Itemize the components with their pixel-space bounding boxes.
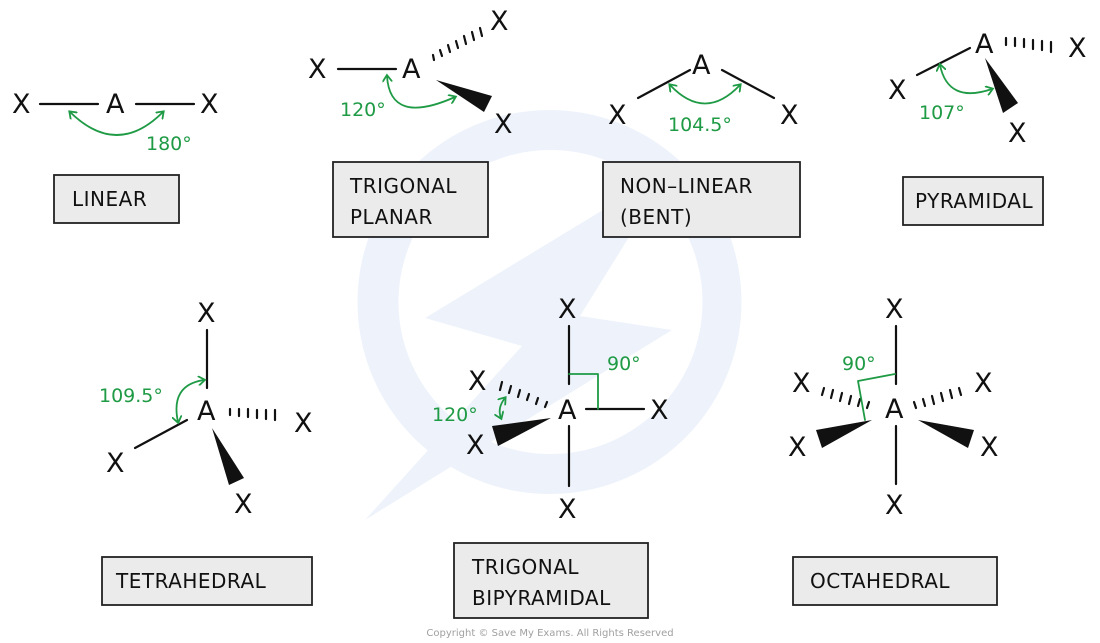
hashed-bond — [820, 386, 871, 410]
right-angle-marker — [857, 373, 896, 421]
ligand-atom: X — [792, 368, 811, 399]
ligand-atom: X — [197, 298, 216, 329]
central-atom: A — [402, 54, 421, 85]
wedge-bond — [816, 420, 872, 448]
shape-label-box — [792, 556, 998, 606]
angle-arc — [670, 85, 740, 105]
ligand-atom: X — [558, 294, 577, 325]
hashed-bond — [431, 26, 484, 62]
angle-arc — [176, 380, 204, 422]
central-atom: A — [197, 396, 216, 427]
ligand-atom: X — [490, 6, 509, 37]
ligand-atom: X — [974, 368, 993, 399]
central-atom: A — [106, 89, 125, 120]
central-atom: A — [692, 50, 711, 81]
ligand-atom: X — [888, 75, 907, 106]
bond — [915, 46, 972, 77]
central-atom: A — [885, 394, 904, 425]
shape-tetrahedral: X A X X X 109.5° TETRAHEDRAL — [99, 298, 313, 606]
angle-arc — [387, 76, 455, 109]
bond — [720, 68, 776, 100]
shape-label-box — [53, 174, 180, 224]
shape-label: OCTAHEDRAL — [810, 569, 950, 593]
bond-angle: 120° — [340, 99, 386, 121]
shape-label: PYRAMIDAL — [915, 189, 1033, 213]
shape-label-box — [902, 176, 1044, 226]
bond-angle: 90° — [607, 353, 641, 375]
right-angle-marker — [568, 373, 599, 410]
shape-label: NON–LINEAR — [620, 174, 753, 198]
ligand-atom: X — [106, 448, 125, 479]
ligand-atom: X — [308, 54, 327, 85]
ligand-atom: X — [1008, 118, 1027, 149]
shape-label-box — [332, 161, 489, 238]
angle-arc — [940, 65, 992, 93]
shape-linear: X A X 180° LINEAR — [12, 89, 219, 224]
hashed-bond — [498, 380, 549, 409]
bond-angle: 109.5° — [99, 385, 163, 407]
ligand-atom: X — [885, 490, 904, 521]
shape-label: TRIGONAL — [349, 174, 457, 198]
ligand-atom: X — [12, 89, 31, 120]
shape-label-box — [453, 542, 649, 619]
ligand-atom: X — [466, 430, 485, 461]
shape-label-box — [602, 161, 801, 238]
shape-label-box — [101, 556, 313, 606]
copyright-notice: Copyright © Save My Exams. All Rights Re… — [426, 628, 673, 639]
shape-label: (BENT) — [620, 205, 692, 229]
shape-trigonal-bipyramidal: X A X X X X 120° 90° TRIGONAL BIPYRAMIDA… — [432, 294, 669, 619]
ligand-atom: X — [558, 494, 577, 525]
wedge-bond — [436, 80, 492, 112]
angle-arc — [500, 398, 505, 418]
hashed-bond — [912, 386, 963, 410]
hashed-bond — [228, 407, 277, 422]
hashed-bond — [1004, 36, 1053, 54]
shape-label: BIPYRAMIDAL — [472, 586, 611, 610]
bond — [636, 68, 692, 100]
ligand-atom: X — [494, 109, 513, 140]
wedge-bond — [918, 420, 974, 448]
shape-label: LINEAR — [72, 187, 147, 211]
bond-angle: 104.5° — [668, 114, 732, 136]
ligand-atom: X — [788, 432, 807, 463]
shape-non-linear: A X X 104.5° NON–LINEAR (BENT) — [602, 50, 801, 238]
central-atom: A — [975, 29, 994, 60]
ligand-atom: X — [294, 408, 313, 439]
ligand-atom: X — [200, 89, 219, 120]
angle-arc — [70, 112, 163, 136]
ligand-atom: X — [234, 489, 253, 520]
shape-pyramidal: A X X X 107° PYRAMIDAL — [888, 29, 1087, 226]
bond-angle: 90° — [842, 353, 876, 375]
bond-angle: 120° — [432, 404, 478, 426]
bond — [133, 418, 189, 450]
ligand-atom: X — [468, 366, 487, 397]
wedge-bond — [985, 58, 1018, 113]
ligand-atom: X — [885, 294, 904, 325]
ligand-atom: X — [608, 100, 627, 131]
ligand-atom: X — [780, 100, 799, 131]
shape-label: TRIGONAL — [471, 555, 579, 579]
shape-octahedral: X A X X X X X 90° OCTAHEDRAL — [788, 294, 999, 606]
shape-label: PLANAR — [350, 205, 433, 229]
central-atom: A — [558, 395, 577, 426]
wedge-bond — [492, 418, 551, 446]
watermark-logo — [357, 110, 742, 520]
shape-label: TETRAHEDRAL — [115, 569, 267, 593]
wedge-bond — [212, 428, 244, 485]
ligand-atom: X — [650, 395, 669, 426]
shape-trigonal-planar: X A X X 120° TRIGONAL PLANAR — [308, 6, 513, 238]
ligand-atom: X — [1068, 33, 1087, 64]
bond-angle: 180° — [146, 133, 192, 155]
bond-angle: 107° — [919, 102, 965, 124]
ligand-atom: X — [980, 432, 999, 463]
